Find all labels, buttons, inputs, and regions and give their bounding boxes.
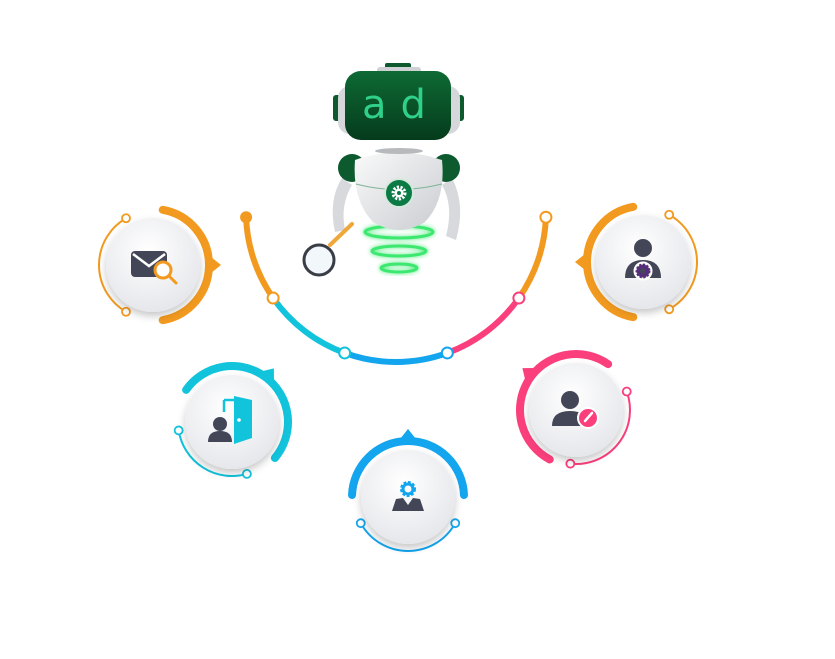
ring-end-dot xyxy=(121,306,131,317)
robot-face-screen xyxy=(345,71,451,140)
arc-milestone-dot xyxy=(266,291,280,305)
pointer-triangle xyxy=(261,368,275,382)
arc-milestone-dot xyxy=(512,291,526,305)
magnifier-icon xyxy=(302,243,336,277)
pointer-triangle xyxy=(211,257,221,273)
robot-right-arm xyxy=(442,178,461,240)
ring-end-dot xyxy=(355,518,366,529)
user-head xyxy=(634,239,652,257)
arc-segment xyxy=(270,296,346,356)
user-body xyxy=(208,431,232,442)
gear-icon xyxy=(391,185,407,201)
user-cog-icon xyxy=(392,481,424,511)
magnifier-lens xyxy=(153,260,173,280)
arc-segment xyxy=(343,350,449,365)
node-disc xyxy=(529,363,623,457)
node-user-config[interactable] xyxy=(348,429,468,552)
user-head xyxy=(561,391,579,409)
user-gauge-icon xyxy=(552,391,599,429)
pointer-triangle xyxy=(400,429,416,439)
ring-end-dot xyxy=(621,386,632,397)
arc-milestone-dot xyxy=(440,346,454,360)
progress-ring xyxy=(583,202,638,322)
arc-segment xyxy=(446,296,522,356)
thin-ring xyxy=(177,430,248,477)
user-head xyxy=(213,417,227,431)
ring-end-dot xyxy=(664,209,675,220)
arc-segment xyxy=(243,217,276,300)
arc-milestone-dot xyxy=(338,346,352,360)
user-body xyxy=(392,498,424,511)
node-user-settings[interactable] xyxy=(575,202,698,322)
central-progress-arc xyxy=(240,210,553,365)
ring-end-dot xyxy=(664,304,675,315)
hover-ring xyxy=(379,262,419,274)
arc-segment xyxy=(516,217,549,300)
progress-ring xyxy=(182,362,292,462)
envelope-flap xyxy=(132,253,166,268)
progress-ring xyxy=(158,205,213,325)
ring-end-dot xyxy=(241,469,252,479)
user-door-icon xyxy=(208,396,252,444)
door-knob xyxy=(237,418,241,422)
cog xyxy=(401,482,415,496)
door xyxy=(234,396,252,444)
magnifier-handle xyxy=(167,274,178,285)
robot-face-text: ad xyxy=(362,82,440,128)
arc-start-dot xyxy=(240,211,253,224)
ring-end-dot xyxy=(121,213,131,224)
gear-bg xyxy=(633,261,653,281)
gauge-needle xyxy=(583,411,594,423)
gear-ring xyxy=(638,266,648,276)
thin-ring xyxy=(668,213,698,311)
user-gear-icon xyxy=(625,239,661,281)
arc-milestone-dot xyxy=(539,210,553,224)
hover-ring xyxy=(370,244,428,258)
node-disc xyxy=(185,375,279,469)
ring-end-dot xyxy=(173,425,184,436)
progress-ring xyxy=(516,350,613,464)
pointer-triangle xyxy=(575,254,585,270)
pointer-triangle xyxy=(522,367,536,381)
thin-ring xyxy=(359,522,457,552)
node-mail-search[interactable] xyxy=(98,205,221,325)
thin-ring xyxy=(570,391,631,465)
node-user-speed[interactable] xyxy=(516,350,632,469)
mail-search-icon xyxy=(131,251,178,285)
node-user-exit[interactable] xyxy=(173,362,292,479)
progress-ring xyxy=(348,437,468,500)
ring-end-dot xyxy=(450,518,461,529)
gear-teeth xyxy=(635,263,651,279)
robot-left-arm xyxy=(332,178,352,232)
thin-ring xyxy=(98,217,127,313)
ring-end-dot xyxy=(565,458,576,469)
robot-mascot: ad xyxy=(302,63,464,277)
